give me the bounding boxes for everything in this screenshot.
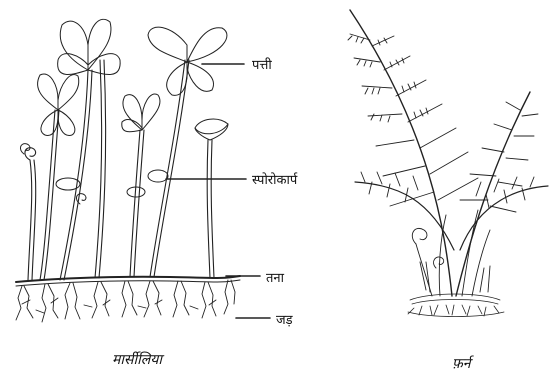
fern-plant <box>348 10 548 317</box>
fern-roots <box>408 294 504 317</box>
marsilea-caption: मार्सीलिया <box>112 350 162 369</box>
marsilea-roots <box>16 280 235 322</box>
fern-fiddlehead <box>412 228 427 244</box>
fern-pinnae-right <box>460 102 538 212</box>
fern-caption: फ़र्न <box>452 354 471 373</box>
root-label: जड़ <box>276 310 293 328</box>
stem-label: तना <box>266 268 284 286</box>
fern-pinnae-main <box>348 34 478 206</box>
marsilea-sporocarps <box>20 144 168 204</box>
marsilea-leaves <box>38 19 228 140</box>
leaf-label: पत्ती <box>252 55 272 73</box>
fern-pinnae-lower <box>361 172 534 208</box>
fern-rachis-main <box>350 10 452 296</box>
marsilea-petioles <box>25 60 214 280</box>
sporocarp-label: स्पोरोकार्प <box>252 170 297 188</box>
